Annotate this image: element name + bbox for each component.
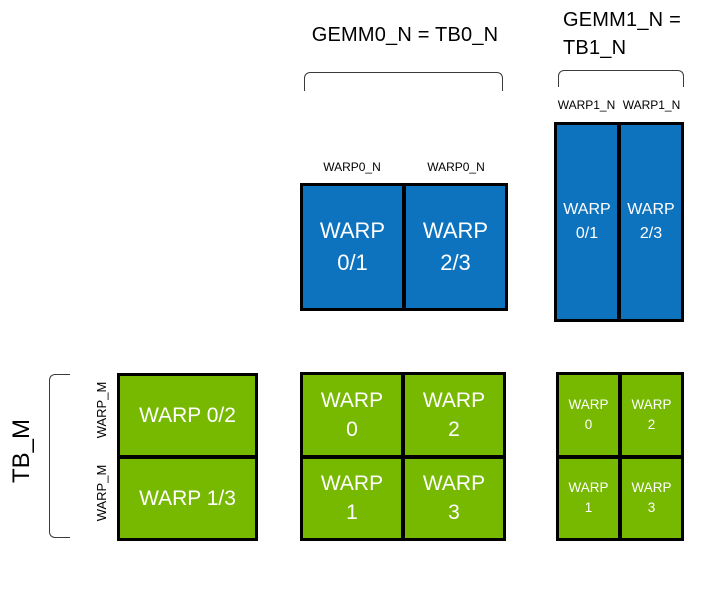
gemm0-warp-layout-grid: WARP 0 WARP 2 WARP 1 WARP 3: [300, 372, 506, 541]
warp-cell-word: WARP: [320, 388, 384, 412]
warp-cell-id: 2: [448, 417, 460, 441]
warp0-n-labels-row: WARP0_N WARP0_N: [300, 160, 508, 174]
warp-cell-word: WARP: [422, 218, 489, 243]
warp-cell-0: WARP 0: [559, 375, 618, 455]
warp-cell-1: WARP 1: [559, 458, 618, 538]
warp-cell-ids: 0/1: [575, 225, 599, 242]
warp-m-label-bottom: WARP_M: [94, 464, 109, 522]
warp-cell-word: WARP: [631, 480, 672, 496]
warp-cell-id: 3: [448, 501, 460, 525]
warp-cell-3: WARP 3: [405, 458, 503, 538]
warp-cell-word: WARP: [627, 201, 675, 218]
warp1-n-labels-row: WARP1_N WARP1_N: [554, 98, 684, 112]
warp-cell-ids: 2/3: [440, 250, 471, 275]
gemm0-n-title: GEMM0_N = TB0_N: [311, 24, 499, 46]
warp-cell-ids: 0/1: [337, 250, 368, 275]
warp-cell-id: 0: [584, 416, 593, 432]
gemm1-warp-grid: WARP 0/1 WARP 2/3: [554, 122, 684, 322]
warp-cell-word: WARP: [422, 472, 486, 496]
tb-m-warp-grid: WARP 0/2 WARP 1/3: [117, 373, 258, 541]
warp-cell-label: WARP 1/3: [139, 486, 236, 510]
warp-cell-3: WARP 3: [622, 458, 681, 538]
warp-cell-word: WARP: [319, 218, 386, 243]
gemm1-n-title: GEMM1_N = TB1_N: [563, 6, 713, 62]
gemm0-n-extent-bracket: [304, 72, 503, 91]
warp-cell-0: WARP 0: [303, 375, 401, 455]
gemm1-warp-cell-23: WARP 2/3: [621, 125, 681, 319]
tb-warp-cell-13: WARP 1/3: [120, 459, 255, 538]
warp-cell-id: 0: [346, 417, 358, 441]
warp-cell-id: 3: [647, 500, 656, 516]
warp-cell-1: WARP 1: [303, 458, 401, 538]
gemm1-n-extent-bracket: [558, 70, 684, 87]
gemm1-warp-layout-grid: WARP 0 WARP 2 WARP 1 WARP 3: [556, 372, 684, 541]
warp0-n-label-right: WARP0_N: [427, 160, 485, 174]
tb-warp-cell-02: WARP 0/2: [120, 376, 255, 455]
gemm0-warp-cell-01: WARP 0/1: [303, 186, 402, 308]
warp-cell-id: 2: [647, 416, 656, 432]
warp-cell-2: WARP 2: [405, 375, 503, 455]
warp-cell-word: WARP: [320, 472, 384, 496]
warp-cell-2: WARP 2: [622, 375, 681, 455]
tb-m-axis-label: TB_M: [8, 419, 35, 484]
warp-cell-label: WARP 0/2: [139, 403, 236, 427]
gemm1-n-title-line1: GEMM1_N =: [563, 9, 681, 31]
warp-cell-id: 1: [584, 500, 593, 516]
warp-cell-word: WARP: [563, 201, 611, 218]
warp-cell-word: WARP: [568, 396, 609, 412]
warp-cell-word: WARP: [631, 396, 672, 412]
warp-cell-id: 1: [346, 501, 358, 525]
warp1-n-label-right: WARP1_N: [622, 98, 681, 112]
warp-cell-ids: 2/3: [639, 225, 663, 242]
gemm0-warp-grid: WARP 0/1 WARP 2/3: [300, 183, 508, 311]
gemm1-warp-cell-01: WARP 0/1: [557, 125, 617, 319]
gemm0-warp-cell-23: WARP 2/3: [406, 186, 505, 308]
warp1-n-label-left: WARP1_N: [557, 98, 616, 112]
warp-cell-word: WARP: [568, 480, 609, 496]
warp-cell-word: WARP: [422, 388, 486, 412]
tb-m-extent-bracket: [49, 374, 70, 538]
warp-m-label-top: WARP_M: [94, 381, 109, 439]
warp0-n-label-left: WARP0_N: [323, 160, 381, 174]
gemm1-n-title-line2: TB1_N: [563, 37, 627, 59]
